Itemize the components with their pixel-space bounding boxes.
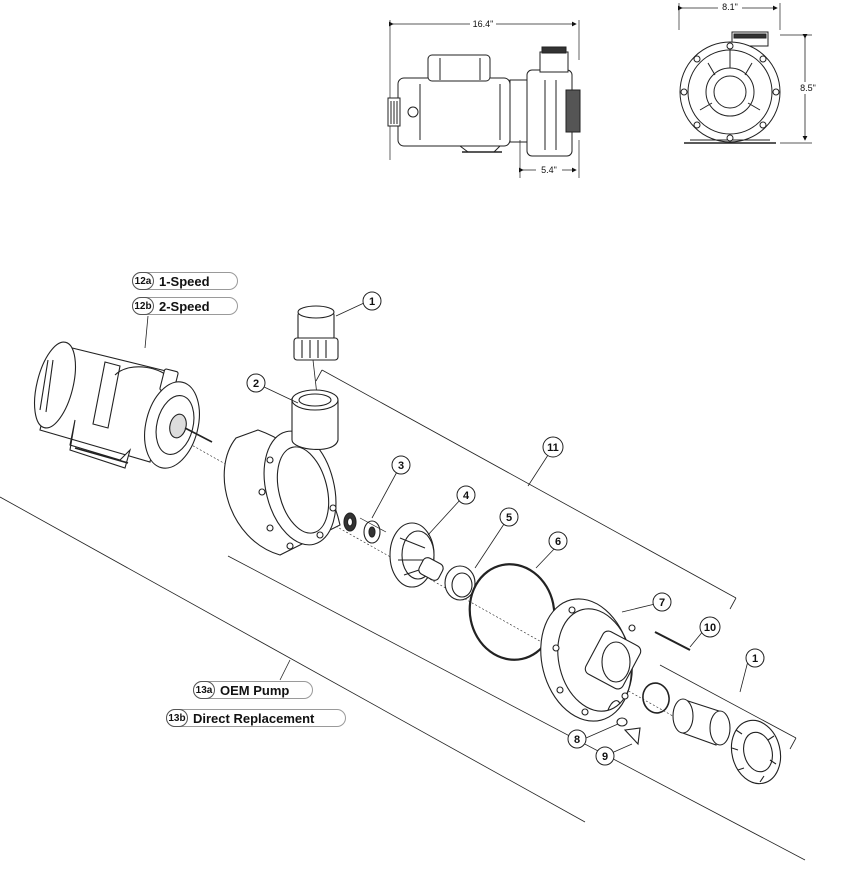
label-code-13b: 13b	[166, 709, 188, 727]
pump-body-2	[223, 389, 341, 556]
callout-7-label: 7	[659, 597, 665, 609]
callout-5-label: 5	[506, 512, 512, 524]
drain-plug-9	[623, 727, 641, 746]
label-text-oem-pump: OEM Pump	[220, 682, 290, 698]
callout-6-label: 6	[555, 536, 561, 548]
label-direct-replacement: 13b Direct Replacement	[166, 709, 346, 727]
wear-ring-5	[444, 565, 476, 601]
dimension-width: 8.1"	[722, 2, 738, 12]
callout-1-top-label: 1	[369, 296, 375, 308]
o-ring-6	[468, 563, 556, 661]
callout-10-label: 10	[704, 622, 716, 634]
callout-11-label: 11	[547, 442, 559, 454]
callout-10	[699, 616, 721, 638]
callout-2	[246, 373, 266, 393]
callout-9-label: 9	[602, 751, 608, 763]
shaft-seal-3	[343, 512, 387, 544]
callout-4	[456, 485, 476, 505]
screw-10	[654, 631, 691, 651]
callout-1-right-label: 1	[752, 653, 758, 665]
callout-1-top	[362, 291, 382, 311]
callout-2-label: 2	[253, 378, 259, 390]
label-text-1-speed: 1-Speed	[159, 273, 210, 289]
label-code-12a: 12a	[132, 272, 154, 290]
front-view-drawing	[678, 3, 812, 144]
callout-8	[567, 729, 587, 749]
callout-6	[548, 531, 568, 551]
exploded-view	[0, 305, 806, 861]
callout-3-label: 3	[398, 460, 404, 472]
callout-7	[652, 592, 672, 612]
union-fitting-1-top	[293, 305, 339, 361]
label-text-direct-replacement: Direct Replacement	[193, 710, 315, 726]
callout-11	[542, 436, 564, 458]
volute-faceplate-7	[540, 598, 642, 722]
o-ring-small	[642, 682, 670, 714]
side-view-drawing	[387, 20, 581, 178]
callout-5	[499, 507, 519, 527]
impeller-4	[389, 522, 444, 588]
motor-12	[33, 341, 213, 469]
label-oem-pump: 13a OEM Pump	[193, 681, 313, 699]
dimension-depth: 5.4"	[541, 165, 557, 175]
dimension-length: 16.4"	[473, 19, 494, 29]
label-code-12b: 12b	[132, 297, 154, 315]
label-1-speed: 12a 1-Speed	[132, 272, 238, 290]
callout-3	[391, 455, 411, 475]
callout-1-right	[745, 648, 765, 668]
callout-9	[595, 746, 615, 766]
label-text-2-speed: 2-Speed	[159, 298, 210, 314]
callout-leaders	[144, 302, 749, 756]
dimension-height: 8.5"	[800, 83, 816, 93]
drain-plug-o-ring-8	[616, 717, 628, 727]
callout-4-label: 4	[463, 490, 470, 502]
label-code-13a: 13a	[193, 681, 215, 699]
label-2-speed: 12b 2-Speed	[132, 297, 238, 315]
union-fitting-1-right	[672, 698, 782, 785]
callout-8-label: 8	[574, 734, 580, 746]
